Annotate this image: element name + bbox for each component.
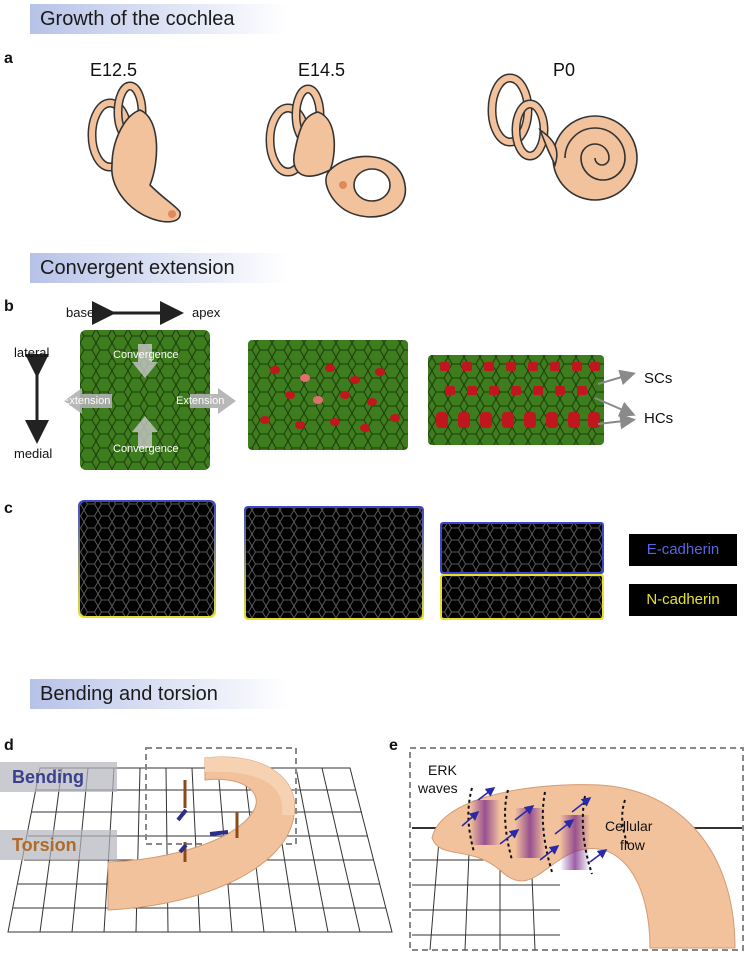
base-label: base bbox=[66, 305, 95, 320]
hair-cells-scattered bbox=[260, 364, 400, 432]
lateral-label: lateral bbox=[14, 345, 50, 360]
hcs-pointer-arrow-1 bbox=[594, 397, 636, 417]
convergence-arrow-top bbox=[132, 344, 158, 378]
cadherin-sheet-2 bbox=[246, 508, 422, 618]
convergence-arrow-bottom bbox=[132, 416, 158, 448]
flow-cochlea-shape bbox=[431, 784, 736, 949]
torsion-label: Torsion bbox=[0, 830, 117, 860]
section-banner-bending: Bending and torsion bbox=[30, 679, 288, 709]
cadherin-sheet-1 bbox=[80, 502, 214, 616]
bending-label: Bending bbox=[0, 762, 117, 792]
stage-label-p0: P0 bbox=[553, 60, 576, 80]
hcs-label: HCs bbox=[644, 410, 674, 427]
hcs-pointer-arrow-2 bbox=[597, 413, 636, 430]
convergence-label-bottom: Convergence bbox=[113, 443, 179, 455]
cellular-flow-label-line1: Cellular bbox=[605, 818, 653, 834]
cochlea-p0-drawing bbox=[487, 73, 638, 201]
panel-label-b: b bbox=[4, 298, 14, 315]
cochlea-e14-drawing bbox=[265, 84, 407, 218]
erk-waves-label-line1: ERK bbox=[428, 762, 457, 778]
panel-label-a: a bbox=[4, 50, 13, 67]
panel-label-d: d bbox=[4, 737, 14, 754]
cell-sheet-2 bbox=[248, 340, 408, 450]
erk-wave-bands bbox=[470, 800, 590, 870]
extension-label-left: Extension bbox=[62, 395, 111, 407]
ncadherin-legend: N-cadherin bbox=[629, 584, 737, 616]
stage-label-e12: E12.5 bbox=[90, 60, 138, 80]
cell-sheet-3 bbox=[428, 355, 604, 445]
panel-label-c: c bbox=[4, 500, 13, 517]
extension-arrow-right bbox=[190, 388, 236, 414]
medial-label: medial bbox=[14, 446, 53, 461]
cadherin-sheet-3-bottom-cells bbox=[442, 576, 602, 618]
panel-e-zoom-box bbox=[409, 747, 744, 951]
scs-pointer-arrow bbox=[597, 369, 636, 386]
hair-cell-rows bbox=[436, 362, 600, 428]
bending-arrows bbox=[176, 808, 229, 854]
section-banner-convergent: Convergent extension bbox=[30, 253, 288, 283]
cellular-flow-arrows bbox=[461, 787, 608, 863]
convergence-label-top: Convergence bbox=[113, 349, 179, 361]
ecadherin-legend: E-cadherin bbox=[629, 534, 737, 566]
cochlea-e12-drawing bbox=[87, 81, 181, 223]
section-banner-growth: Growth of the cochlea bbox=[30, 4, 288, 34]
scs-label: SCs bbox=[644, 370, 673, 387]
apex-label: apex bbox=[192, 305, 221, 320]
cellular-flow-label-line2: flow bbox=[620, 837, 645, 853]
extension-arrow-left bbox=[64, 388, 112, 414]
cell-sheet-1 bbox=[80, 330, 210, 470]
bending-cochlea-top bbox=[205, 757, 295, 815]
extension-label-right: Extension bbox=[176, 395, 225, 407]
erk-waves-label-line2: waves bbox=[418, 780, 458, 796]
stage-label-e14: E14.5 bbox=[298, 60, 346, 80]
cadherin-sheet-3-top-cells bbox=[442, 524, 602, 572]
panel-label-e: e bbox=[389, 737, 398, 754]
